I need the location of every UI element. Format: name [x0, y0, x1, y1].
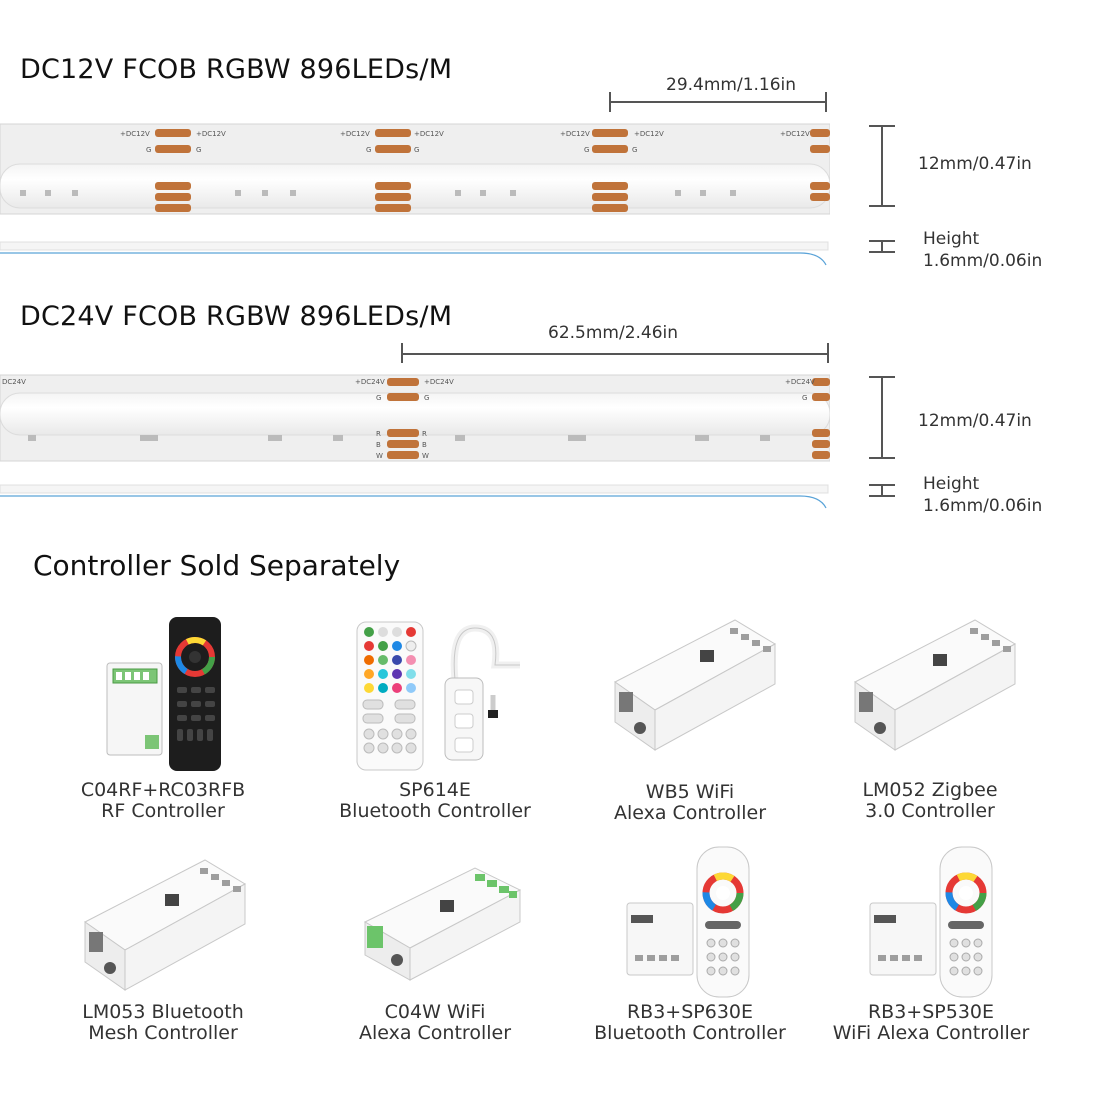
strip-1-cut-length: 29.4mm/1.16in	[666, 75, 797, 95]
strip-1-width-line	[881, 125, 883, 206]
svg-text:R: R	[422, 430, 427, 438]
strip-2-width-label: 12mm/0.47in	[918, 411, 1032, 431]
svg-text:G: G	[146, 146, 151, 154]
svg-text:B: B	[376, 441, 381, 449]
controller-caption-3: WB5 WiFi Alexa Controller	[590, 782, 790, 824]
strip-2-cut-tick-right	[827, 343, 829, 363]
svg-text:G: G	[424, 394, 429, 402]
svg-text:R: R	[376, 430, 381, 438]
controller-caption-5: LM053 Bluetooth Mesh Controller	[63, 1002, 263, 1044]
controller-2-type: Bluetooth Controller	[339, 800, 531, 822]
strip-1-width-label: 12mm/0.47in	[918, 154, 1032, 174]
controller-5-type: Mesh Controller	[88, 1022, 238, 1044]
controller-1-model: C04RF+RC03RFB	[80, 779, 246, 801]
strip-1-height-line	[881, 240, 883, 252]
svg-text:+DC12V: +DC12V	[634, 130, 664, 138]
zigbee-controller-box-icon	[854, 619, 1017, 751]
strip-2-title: DC24V FCOB RGBW 896LEDs/M	[20, 301, 453, 332]
strip-2-cut-dimension-line	[402, 353, 828, 355]
strip-1-width-tick-bottom	[869, 205, 895, 207]
strip-1-cut-tick-right	[825, 92, 827, 112]
svg-text:+DC24V: +DC24V	[355, 378, 385, 386]
controller-caption-4: LM052 Zigbee 3.0 Controller	[830, 780, 1030, 822]
controller-1-type: RF Controller	[101, 800, 225, 822]
controller-caption-7: RB3+SP630E Bluetooth Controller	[580, 1002, 800, 1044]
svg-text:+DC12V: +DC12V	[120, 130, 150, 138]
strip-2-height-label: Height 1.6mm/0.06in	[923, 473, 1042, 517]
controller-8-type: WiFi Alexa Controller	[832, 1022, 1030, 1044]
controller-caption-2: SP614E Bluetooth Controller	[325, 780, 545, 822]
controller-3-type: Alexa Controller	[613, 802, 767, 824]
controller-7-type: Bluetooth Controller	[594, 1022, 786, 1044]
svg-text:+DC24V: +DC24V	[785, 378, 815, 386]
strip-1-height-value: 1.6mm/0.06in	[923, 251, 1043, 271]
svg-text:W: W	[422, 452, 429, 460]
strip-1-cut-dimension-line	[610, 101, 826, 103]
strip-2-height-word: Height	[923, 474, 980, 494]
svg-text:DC24V: DC24V	[2, 378, 26, 386]
svg-text:+DC12V: +DC12V	[340, 130, 370, 138]
svg-text:G: G	[802, 394, 807, 402]
strip-2-width-tick-bottom	[869, 457, 895, 459]
controller-caption-1: C04RF+RC03RFB RF Controller	[63, 780, 263, 822]
strip-2-width-line	[881, 376, 883, 458]
controller-caption-8: RB3+SP530E WiFi Alexa Controller	[815, 1002, 1047, 1044]
strip-2-cut-tick-left	[401, 343, 403, 363]
svg-text:G: G	[196, 146, 201, 154]
controller-4-model: LM052 Zigbee	[862, 779, 998, 801]
controller-2-model: SP614E	[399, 779, 471, 801]
controller-4-type: 3.0 Controller	[865, 800, 995, 822]
mesh-controller-box-icon	[84, 859, 247, 991]
strip-1-height-label: Height 1.6mm/0.06in	[923, 228, 1042, 272]
rf-remote-controller-icon	[106, 617, 221, 771]
svg-text:+DC24V: +DC24V	[424, 378, 454, 386]
strip-2-width-tick-top	[869, 376, 895, 378]
svg-text:G: G	[414, 146, 419, 154]
led-strip-12v-image: +DC12V +DC12V +DC12V +DC12V +DC12V +DC12V +…	[0, 123, 830, 266]
touch-remote-controller-icon	[626, 846, 750, 998]
strip-2-cut-length: 62.5mm/2.46in	[548, 323, 679, 343]
wifi-controller-box-icon	[614, 619, 777, 751]
strip-2-height-value: 1.6mm/0.06in	[923, 496, 1043, 516]
strip-2-height-line	[881, 484, 883, 496]
controller-8-model: RB3+SP530E	[867, 1001, 995, 1023]
svg-text:G: G	[366, 146, 371, 154]
controller-6-type: Alexa Controller	[358, 1022, 512, 1044]
controller-3-model: WB5 WiFi	[645, 781, 735, 803]
strip-1-cut-tick-left	[609, 92, 611, 112]
svg-text:G: G	[632, 146, 637, 154]
controller-6-model: C04W WiFi	[384, 1001, 486, 1023]
svg-text:+DC12V: +DC12V	[196, 130, 226, 138]
strip-1-height-word: Height	[923, 229, 980, 249]
svg-text:+DC12V: +DC12V	[414, 130, 444, 138]
svg-text:+DC12V: +DC12V	[780, 130, 810, 138]
svg-text:G: G	[584, 146, 589, 154]
strip-1-title: DC12V FCOB RGBW 896LEDs/M	[20, 54, 453, 85]
wifi-controller-box-green-icon	[363, 867, 522, 981]
controller-caption-6: C04W WiFi Alexa Controller	[335, 1002, 535, 1044]
svg-text:B: B	[422, 441, 427, 449]
svg-text:+DC12V: +DC12V	[560, 130, 590, 138]
controller-5-model: LM053 Bluetooth	[82, 1001, 244, 1023]
section-title: Controller Sold Separately	[33, 549, 401, 582]
ir-remote-bluetooth-controller-icon	[356, 621, 520, 771]
strip-1-width-tick-top	[869, 125, 895, 127]
controller-7-model: RB3+SP630E	[626, 1001, 754, 1023]
svg-text:G: G	[376, 394, 381, 402]
svg-text:W: W	[376, 452, 383, 460]
touch-remote-controller-icon	[869, 846, 993, 998]
